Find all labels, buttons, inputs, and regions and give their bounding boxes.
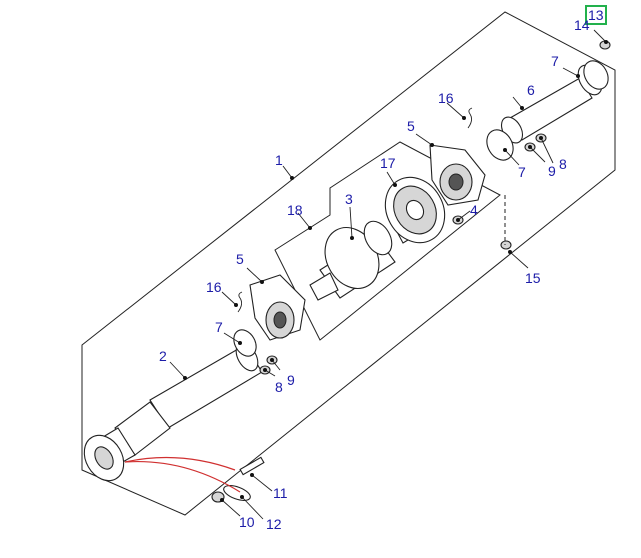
leader-dots	[183, 40, 608, 502]
callout-16-lower: 16	[206, 279, 222, 295]
bracket-upper	[429, 144, 486, 206]
joint-flange-lower	[233, 329, 257, 357]
callout-5-lower: 5	[236, 251, 244, 267]
rear-shaft	[83, 342, 263, 482]
callout-8-lower: 8	[275, 379, 283, 395]
callout-1: 1	[275, 152, 283, 168]
callout-12: 12	[266, 516, 282, 532]
joint-flange-top	[583, 60, 609, 90]
callout-8-upper: 8	[559, 156, 567, 172]
callout-7-mid: 7	[518, 164, 526, 180]
callout-9-upper: 9	[548, 163, 556, 179]
callout-4: 4	[470, 202, 478, 218]
callout-13-highlight	[585, 5, 607, 25]
callout-17: 17	[380, 155, 396, 171]
callout-7-lower: 7	[215, 319, 223, 335]
callout-2: 2	[159, 348, 167, 364]
callout-11: 11	[273, 485, 288, 501]
callout-9-lower: 9	[287, 372, 295, 388]
callout-16-upper: 16	[438, 90, 454, 106]
callout-labels: 1 2 3 4 5 5 6 7 7 7 8 8 9 9 10 11 12 13 …	[159, 7, 604, 532]
hose-lines	[124, 456, 241, 493]
callout-6: 6	[527, 82, 535, 98]
bracket-lower	[249, 274, 306, 341]
joint-flange-mid	[486, 129, 514, 161]
callout-13: 13	[588, 7, 604, 23]
callout-10: 10	[239, 514, 255, 530]
callout-7-top: 7	[551, 53, 559, 69]
bearing-ring	[384, 176, 446, 244]
callout-14: 14	[574, 17, 590, 33]
callout-18: 18	[287, 202, 303, 218]
callout-15: 15	[525, 270, 541, 286]
callout-3: 3	[345, 191, 353, 207]
assembly-outline	[81, 11, 616, 516]
callout-5-upper: 5	[407, 118, 415, 134]
